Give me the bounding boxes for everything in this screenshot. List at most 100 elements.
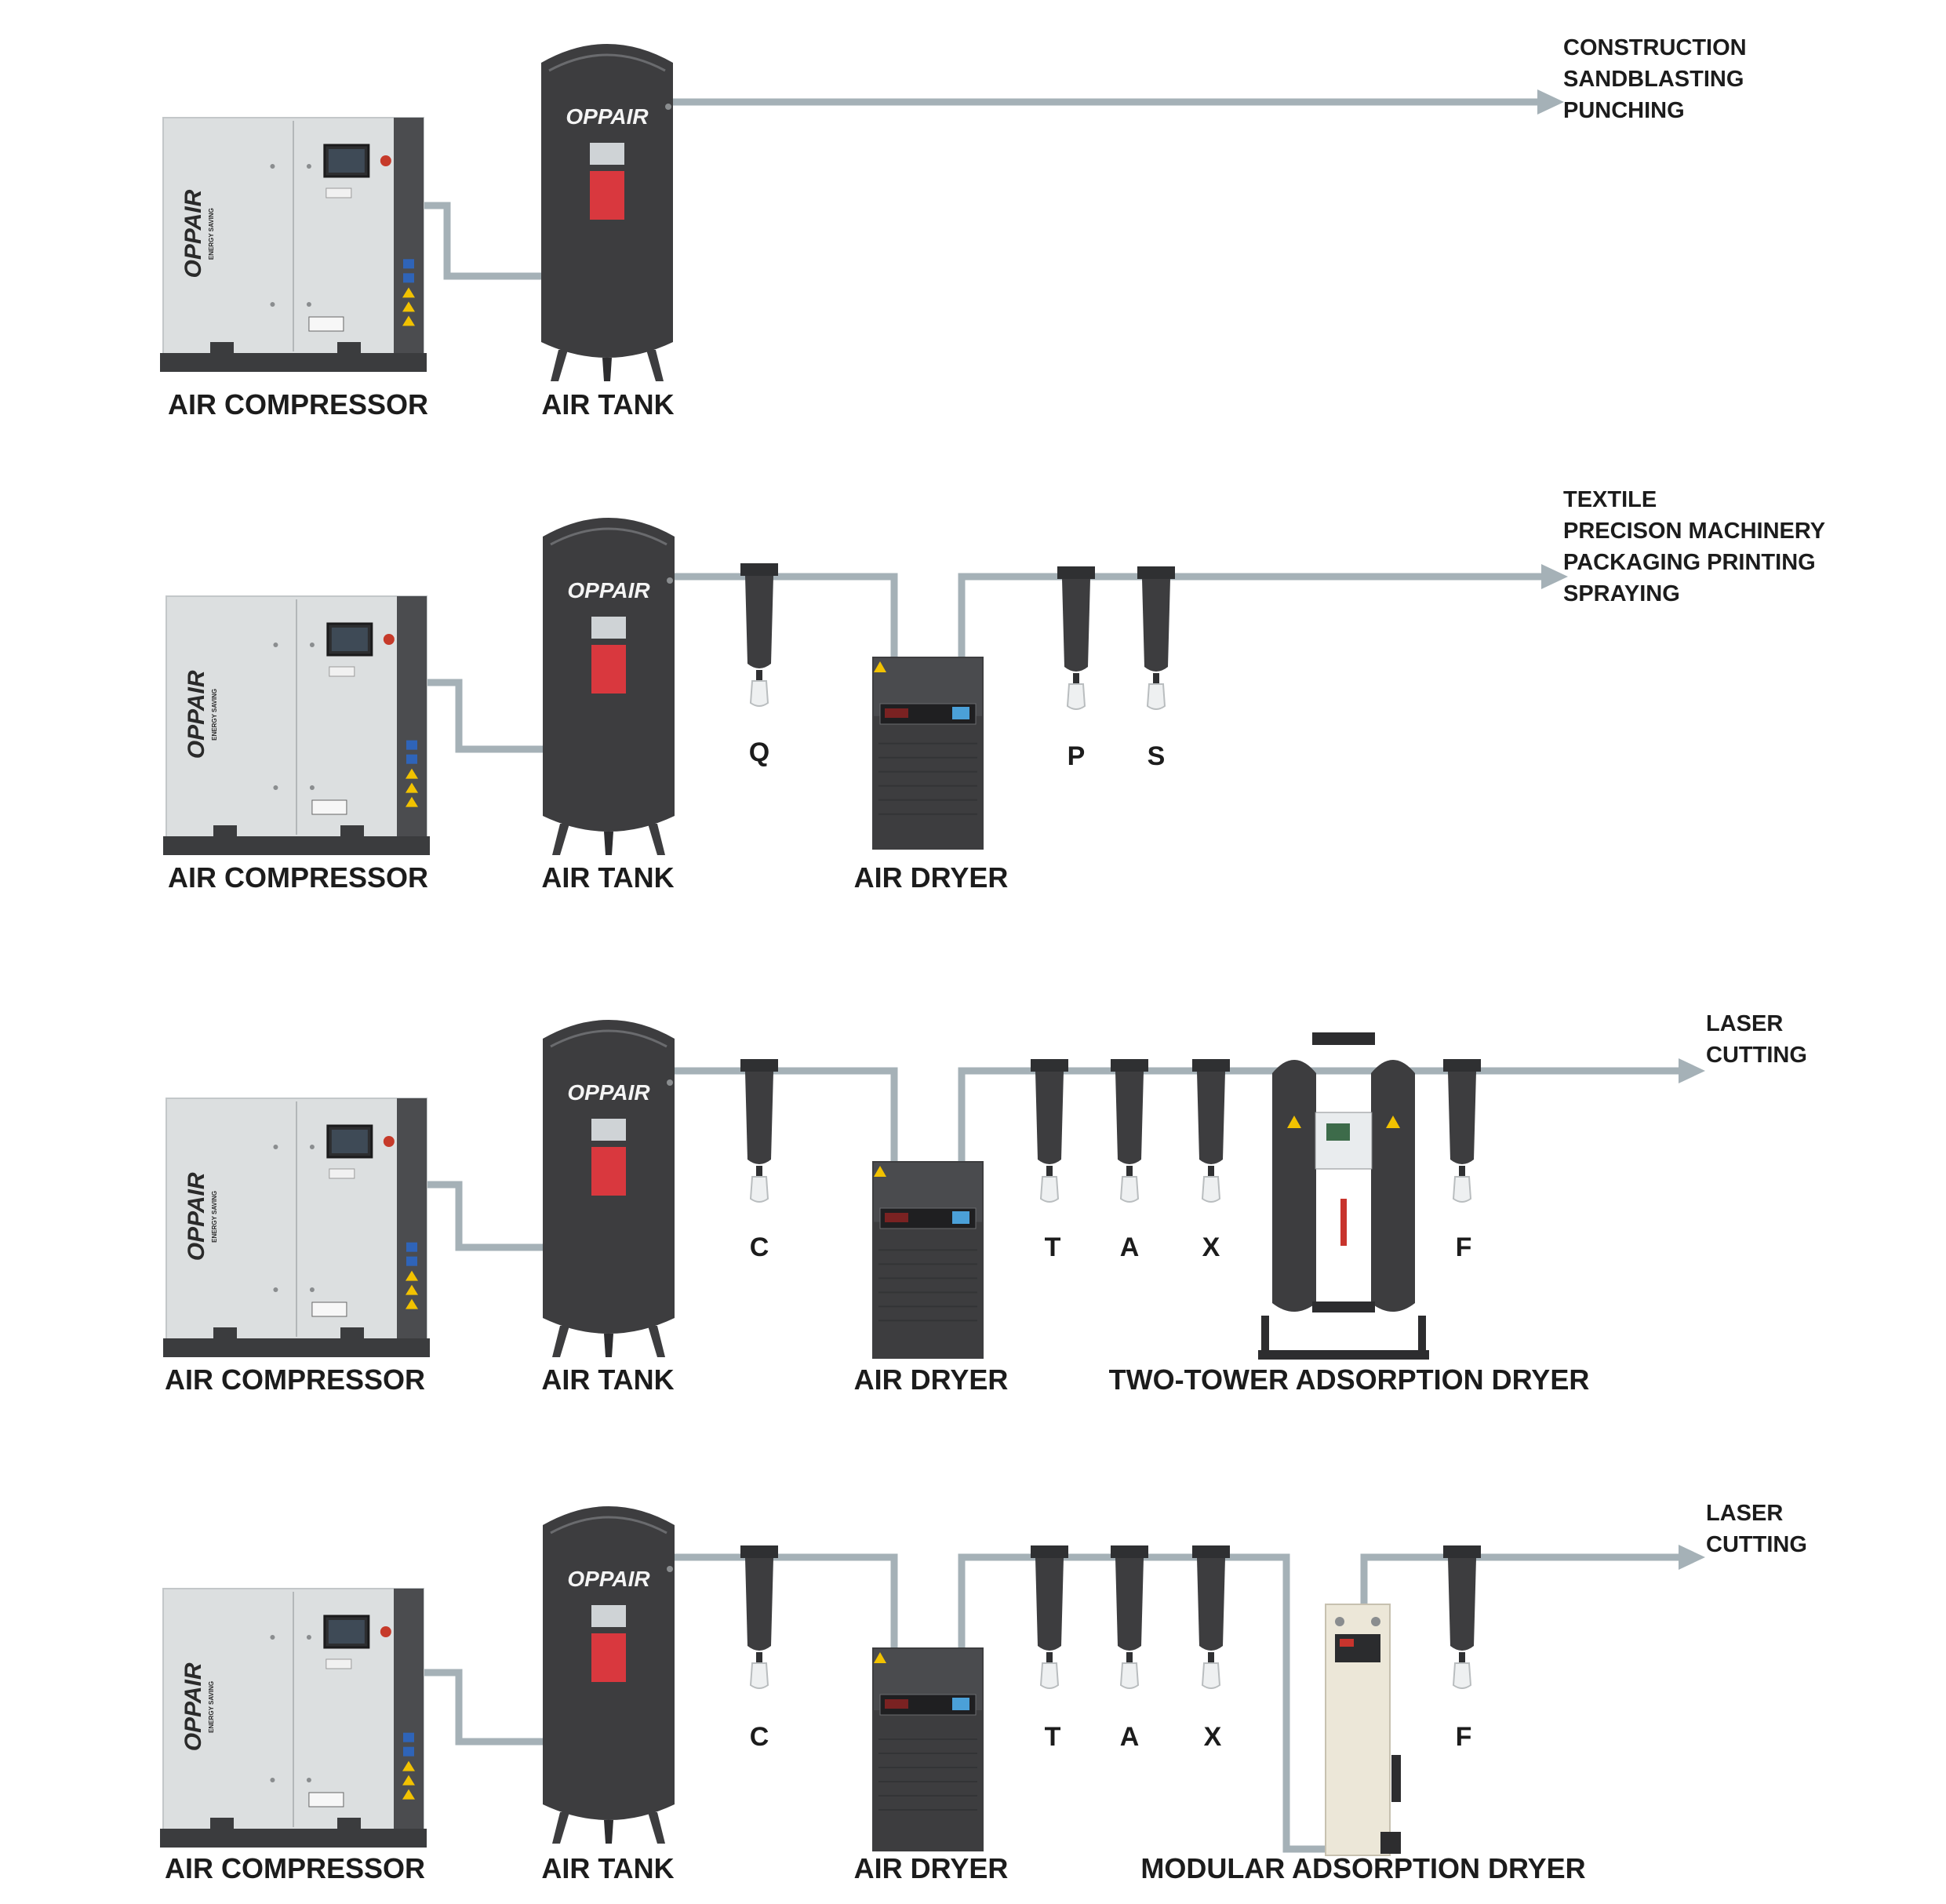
air-tank: OPPAIR bbox=[543, 1506, 675, 1844]
pipe bbox=[673, 1067, 898, 1177]
filter-drain-valve bbox=[1208, 1166, 1214, 1177]
filter-head bbox=[1111, 1059, 1148, 1072]
inline-filter bbox=[1031, 1545, 1068, 1689]
drain-unit bbox=[1380, 1832, 1401, 1854]
application-item: SPRAYING bbox=[1563, 581, 1680, 606]
filter-grade-label: S bbox=[1148, 741, 1166, 771]
filter-drain-valve bbox=[1459, 1652, 1465, 1663]
tank-nameplate bbox=[591, 617, 626, 639]
emergency-stop-icon bbox=[383, 634, 395, 645]
refrigerated-dryer bbox=[872, 1161, 984, 1359]
info-icon bbox=[403, 1746, 414, 1757]
warning-icon bbox=[402, 315, 415, 326]
compressor-base bbox=[163, 1338, 430, 1357]
compressor-brand-logo: OPPAIR bbox=[184, 670, 209, 759]
door-latch bbox=[273, 1145, 278, 1149]
adsorption-tower bbox=[1272, 1060, 1316, 1312]
door-latch bbox=[309, 785, 315, 790]
tank-brand-logo: OPPAIR bbox=[566, 104, 649, 129]
filter-head bbox=[1192, 1545, 1230, 1558]
equipment-label: AIR TANK bbox=[541, 1363, 674, 1396]
info-icon bbox=[403, 259, 414, 269]
warning-icon bbox=[402, 1760, 415, 1771]
air-tank: OPPAIR bbox=[543, 1020, 675, 1357]
equipment-label: AIR TANK bbox=[541, 861, 674, 894]
refrigerated-dryer bbox=[872, 1647, 984, 1851]
inline-filter bbox=[740, 563, 778, 707]
drain-bottle bbox=[1039, 1176, 1060, 1203]
info-icon bbox=[403, 273, 414, 283]
pressure-gauge-icon bbox=[1371, 1617, 1380, 1626]
filter-drain-valve bbox=[1046, 1652, 1053, 1663]
info-icon bbox=[403, 1732, 414, 1742]
pipe bbox=[958, 1553, 1326, 1853]
filter-drain-valve bbox=[756, 670, 762, 681]
drain-bottle bbox=[1452, 1176, 1472, 1203]
dryer-status-display bbox=[952, 1698, 969, 1710]
compressor-foot bbox=[210, 342, 234, 353]
compressor-side-panel bbox=[394, 1589, 424, 1846]
door-latch bbox=[309, 1145, 315, 1149]
inline-filter bbox=[1192, 1545, 1230, 1689]
filter-grade-label: Q bbox=[749, 737, 769, 767]
warning-icon bbox=[406, 782, 418, 793]
adsorption-tower bbox=[1371, 1060, 1415, 1312]
control-screen-display bbox=[328, 149, 365, 173]
dryer-frame-base bbox=[1258, 1350, 1429, 1360]
tank-highlight bbox=[548, 53, 666, 72]
tank-brand-logo: OPPAIR bbox=[567, 578, 650, 603]
pipe bbox=[1360, 1553, 1679, 1604]
drain-bottle bbox=[1039, 1662, 1060, 1689]
filter-head bbox=[1137, 566, 1175, 579]
door-latch bbox=[270, 1778, 275, 1782]
door-latch bbox=[306, 302, 311, 307]
tank-outlet-port bbox=[665, 104, 671, 110]
filter-head bbox=[1057, 566, 1095, 579]
inline-filter bbox=[1057, 566, 1095, 710]
filter-bowl bbox=[745, 576, 773, 668]
compressor-brand-tagline: ENERGY SAVING bbox=[208, 208, 215, 260]
tank-highlight bbox=[550, 1029, 667, 1048]
tank-warning-label bbox=[590, 171, 624, 220]
display-indicator bbox=[1340, 1639, 1354, 1647]
filter-grade-label: X bbox=[1202, 1232, 1220, 1262]
filter-bowl bbox=[1115, 1558, 1144, 1651]
tank-leg bbox=[648, 824, 665, 855]
compressor-brand-logo: OPPAIR bbox=[184, 1172, 209, 1261]
tank-brand-logo: OPPAIR bbox=[567, 1567, 650, 1591]
door-latch bbox=[270, 164, 275, 169]
inline-filter bbox=[1111, 1545, 1148, 1689]
application-item: TEXTILE bbox=[1563, 487, 1657, 512]
dryer-frame-leg bbox=[1418, 1316, 1426, 1355]
application-item: SANDBLASTING bbox=[1563, 67, 1744, 92]
filter-bowl bbox=[745, 1558, 773, 1651]
info-icon bbox=[406, 1256, 417, 1266]
pipe bbox=[427, 679, 544, 753]
application-item: PACKAGING PRINTING bbox=[1563, 550, 1816, 575]
filter-grade-label: F bbox=[1456, 1232, 1472, 1262]
inline-filter bbox=[740, 1545, 778, 1689]
tank-highlight bbox=[550, 1516, 667, 1534]
tank-outlet-port bbox=[667, 577, 673, 584]
modular-adsorption-dryer bbox=[1325, 1604, 1401, 1856]
compressor-brand-tagline: ENERGY SAVING bbox=[211, 689, 218, 741]
modular-dryer-display bbox=[1335, 1634, 1380, 1662]
door-latch bbox=[306, 1635, 311, 1640]
equipment-label: AIR DRYER bbox=[854, 861, 1009, 894]
filter-grade-label: C bbox=[750, 1232, 769, 1262]
pipe bbox=[958, 573, 1541, 672]
inline-filter bbox=[740, 1059, 778, 1203]
tank-leg bbox=[552, 1326, 569, 1357]
certification-mark-icon bbox=[311, 1301, 347, 1317]
drain-bottle bbox=[1201, 1176, 1221, 1203]
compressor-foot bbox=[213, 825, 237, 836]
warning-icon bbox=[402, 287, 415, 298]
inline-filter bbox=[1443, 1545, 1481, 1689]
filter-bowl bbox=[745, 1072, 773, 1164]
arrow-head bbox=[1537, 89, 1564, 115]
compressor-brand-tagline: ENERGY SAVING bbox=[211, 1191, 218, 1243]
drain-bottle bbox=[749, 1176, 769, 1203]
